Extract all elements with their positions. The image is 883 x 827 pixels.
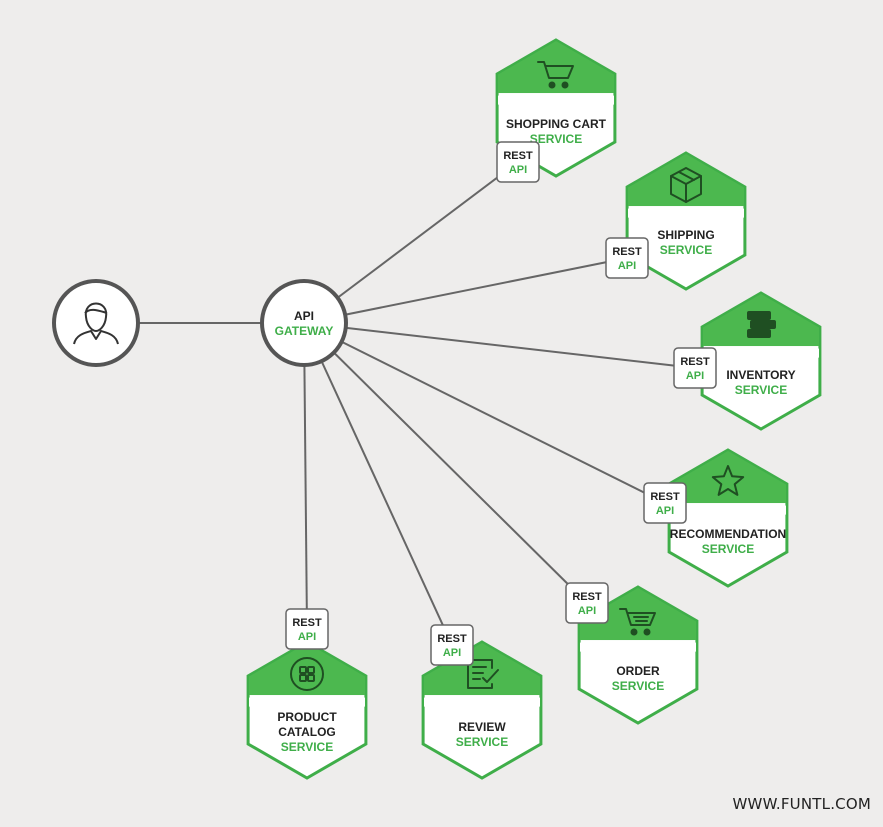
connector-inventory [303, 322, 696, 369]
service-subtitle: SERVICE [702, 542, 754, 556]
rest-badge-box [285, 608, 329, 650]
connector-review [303, 322, 453, 646]
connector-recommendation [303, 322, 666, 504]
rest-badge-box [496, 141, 540, 183]
connector-shipping [303, 257, 628, 324]
rest-api-badge-shipping: REST API [605, 237, 649, 279]
package-icon [670, 167, 702, 203]
service-title: RECOMMENDATION [670, 527, 786, 541]
grid-icon [290, 657, 324, 691]
rest-api-badge-recommendation: REST API [643, 482, 687, 524]
rest-badge-line1: REST [292, 617, 322, 629]
watermark: WWW.FUNTL.COM [732, 795, 871, 813]
gateway-label-line1: API [294, 309, 314, 323]
rest-badge-line1: REST [437, 633, 467, 645]
connector-product-catalog [303, 322, 308, 630]
review-icon [467, 659, 499, 689]
service-subtitle: SERVICE [735, 383, 787, 397]
rest-badge-box [673, 347, 717, 389]
rest-badge-line1: REST [680, 356, 710, 368]
rest-api-badge-shopping-cart: REST API [496, 141, 540, 183]
service-subtitle: SERVICE [660, 243, 712, 257]
service-title: ORDER [616, 664, 660, 678]
service-title: SHOPPING CART [506, 117, 607, 131]
rest-api-badge-order: REST API [565, 582, 609, 624]
rest-api-badge-product-catalog: REST API [285, 608, 329, 650]
rest-badge-box [643, 482, 687, 524]
rest-api-badge-review: REST API [430, 624, 474, 666]
rest-badges: REST API REST API REST API REST API REST API REST A… [285, 141, 717, 666]
gateway-label-line2: GATEWAY [275, 324, 334, 338]
connector-lines [138, 161, 696, 646]
star-icon [711, 465, 745, 496]
rest-badge-box [605, 237, 649, 279]
service-title: CATALOG [278, 725, 336, 739]
service-subtitle: SERVICE [456, 735, 508, 749]
shopping-cart-icon [537, 61, 574, 89]
user-icon [73, 302, 119, 345]
service-title: PRODUCT [277, 710, 337, 724]
service-subtitle: SERVICE [281, 740, 333, 754]
rest-badge-line2: API [443, 647, 461, 659]
user-circle [52, 279, 140, 367]
rest-badge-line1: REST [612, 246, 642, 258]
rest-badge-box [430, 624, 474, 666]
rest-badge-line1: REST [503, 150, 533, 162]
rest-badge-line2: API [509, 164, 527, 176]
rest-badge-line1: REST [650, 491, 680, 503]
service-title: INVENTORY [726, 368, 795, 382]
order-cart-icon [619, 608, 656, 636]
stack-icon [747, 311, 776, 338]
rest-badge-line2: API [618, 260, 636, 272]
rest-badge-box [565, 582, 609, 624]
gateway-circle [260, 279, 348, 367]
rest-badge-line2: API [656, 505, 674, 517]
user-node [52, 279, 140, 367]
rest-badge-line1: REST [572, 591, 602, 603]
connector-shopping-cart [303, 161, 519, 324]
rest-api-badge-inventory: REST API [673, 347, 717, 389]
rest-badge-line2: API [578, 605, 596, 617]
rest-badge-line2: API [686, 370, 704, 382]
service-title: SHIPPING [657, 228, 714, 242]
connector-order [303, 322, 588, 604]
service-title: REVIEW [458, 720, 506, 734]
service-subtitle: SERVICE [612, 679, 664, 693]
service-subtitle: SERVICE [530, 132, 582, 146]
rest-badge-line2: API [298, 631, 316, 643]
